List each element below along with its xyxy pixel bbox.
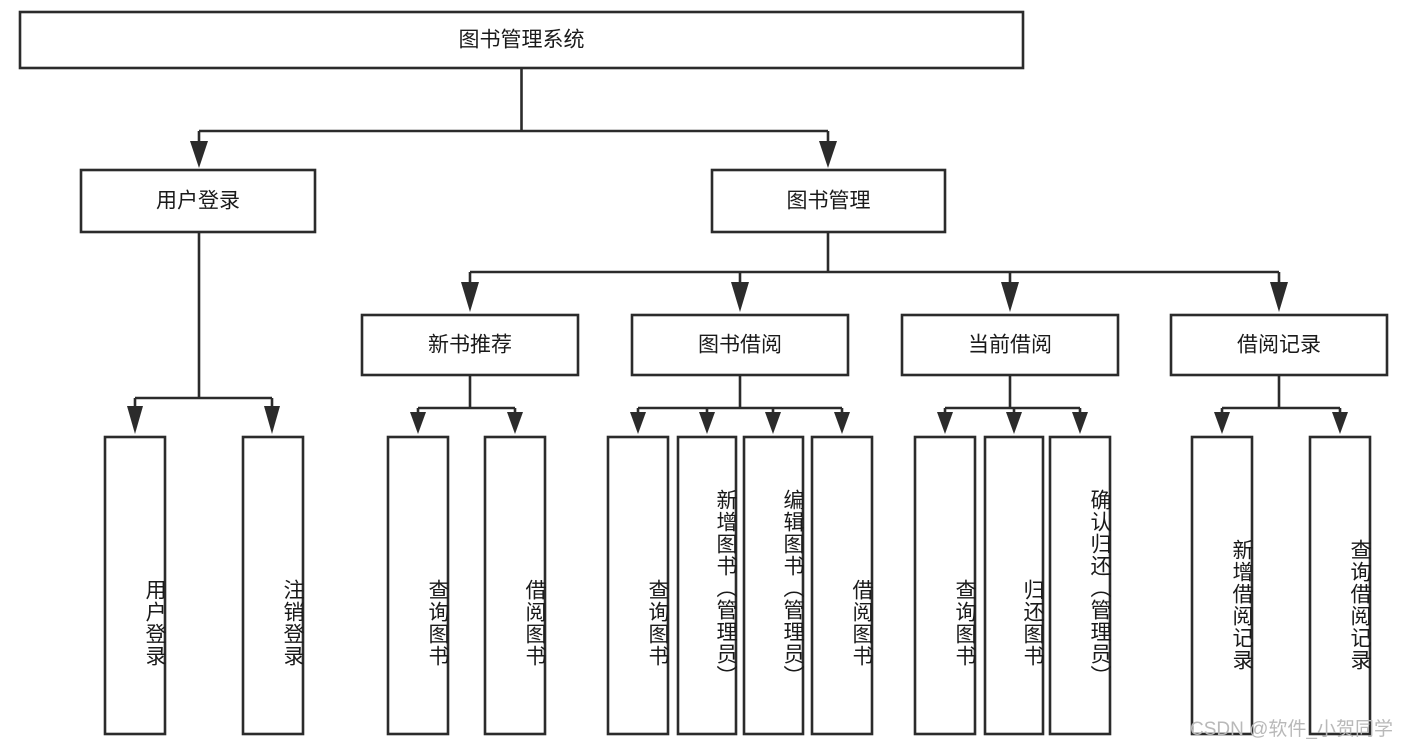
node-book-management-box[interactable] — [710, 168, 947, 234]
node-borrow-records-label: 借阅记录 — [1237, 334, 1321, 357]
connector-layer — [127, 68, 1348, 434]
arrow-to-query-book-3 — [937, 412, 953, 434]
node-current-borrow-box[interactable] — [900, 313, 1120, 377]
node-root-label: 图书管理系统 — [459, 29, 585, 52]
arrow-to-add-book — [699, 412, 715, 434]
node-new-book-recommend-box[interactable] — [360, 313, 580, 377]
arrow-root-to-book-mgmt — [819, 141, 837, 168]
node-confirm-return-box[interactable] — [1048, 435, 1112, 736]
node-user-login-box[interactable] — [79, 168, 317, 234]
node-login-box[interactable] — [103, 435, 167, 736]
arrow-to-confirm-return — [1072, 412, 1088, 434]
arrow-to-book-borrow — [731, 282, 749, 312]
node-book-management-label: 图书管理 — [787, 190, 871, 213]
node-book-borrow-label: 图书借阅 — [698, 334, 782, 357]
node-return-book-box[interactable] — [983, 435, 1045, 736]
arrow-to-query-book-1 — [410, 412, 426, 434]
arrow-to-login — [127, 406, 143, 434]
node-borrow-book-1-box[interactable] — [483, 435, 547, 736]
arrow-to-return-book — [1006, 412, 1022, 434]
arrow-root-to-user-login — [190, 141, 208, 168]
watermark-text: CSDN @软件_小贺同学 — [1190, 719, 1393, 740]
node-edit-book-box[interactable] — [742, 435, 805, 736]
node-query-borrow-record-box[interactable] — [1308, 435, 1372, 736]
node-query-book-3-box[interactable] — [913, 435, 977, 736]
arrow-to-borrow-book-2 — [834, 412, 850, 434]
arrow-to-query-borrow-record — [1332, 412, 1348, 434]
arrow-to-borrow-book-1 — [507, 412, 523, 434]
node-add-borrow-record-box[interactable] — [1190, 435, 1254, 736]
arrow-to-new-book-recommend — [461, 282, 479, 312]
arrow-to-logout — [264, 406, 280, 434]
node-borrow-book-2-box[interactable] — [810, 435, 874, 736]
arrow-to-query-book-2 — [630, 412, 646, 434]
arrow-to-current-borrow — [1001, 282, 1019, 312]
node-logout-box[interactable] — [241, 435, 305, 736]
node-query-book-1-box[interactable] — [386, 435, 450, 736]
node-book-borrow-box[interactable] — [630, 313, 850, 377]
node-add-book-box[interactable] — [676, 435, 738, 736]
node-root-box[interactable] — [18, 10, 1025, 70]
arrow-to-edit-book — [765, 412, 781, 434]
node-query-book-2-box[interactable] — [606, 435, 670, 736]
node-current-borrow-label: 当前借阅 — [968, 334, 1052, 357]
node-new-book-recommend-label: 新书推荐 — [428, 334, 512, 357]
arrow-to-borrow-records — [1270, 282, 1288, 312]
node-layer: 图书管理系统 用户登录 图书管理 新书推荐 图书借阅 当前借阅 借阅记录 — [18, 10, 1389, 736]
node-borrow-records-box[interactable] — [1169, 313, 1389, 377]
arrow-to-add-borrow-record — [1214, 412, 1230, 434]
node-user-login-label: 用户登录 — [156, 190, 240, 213]
